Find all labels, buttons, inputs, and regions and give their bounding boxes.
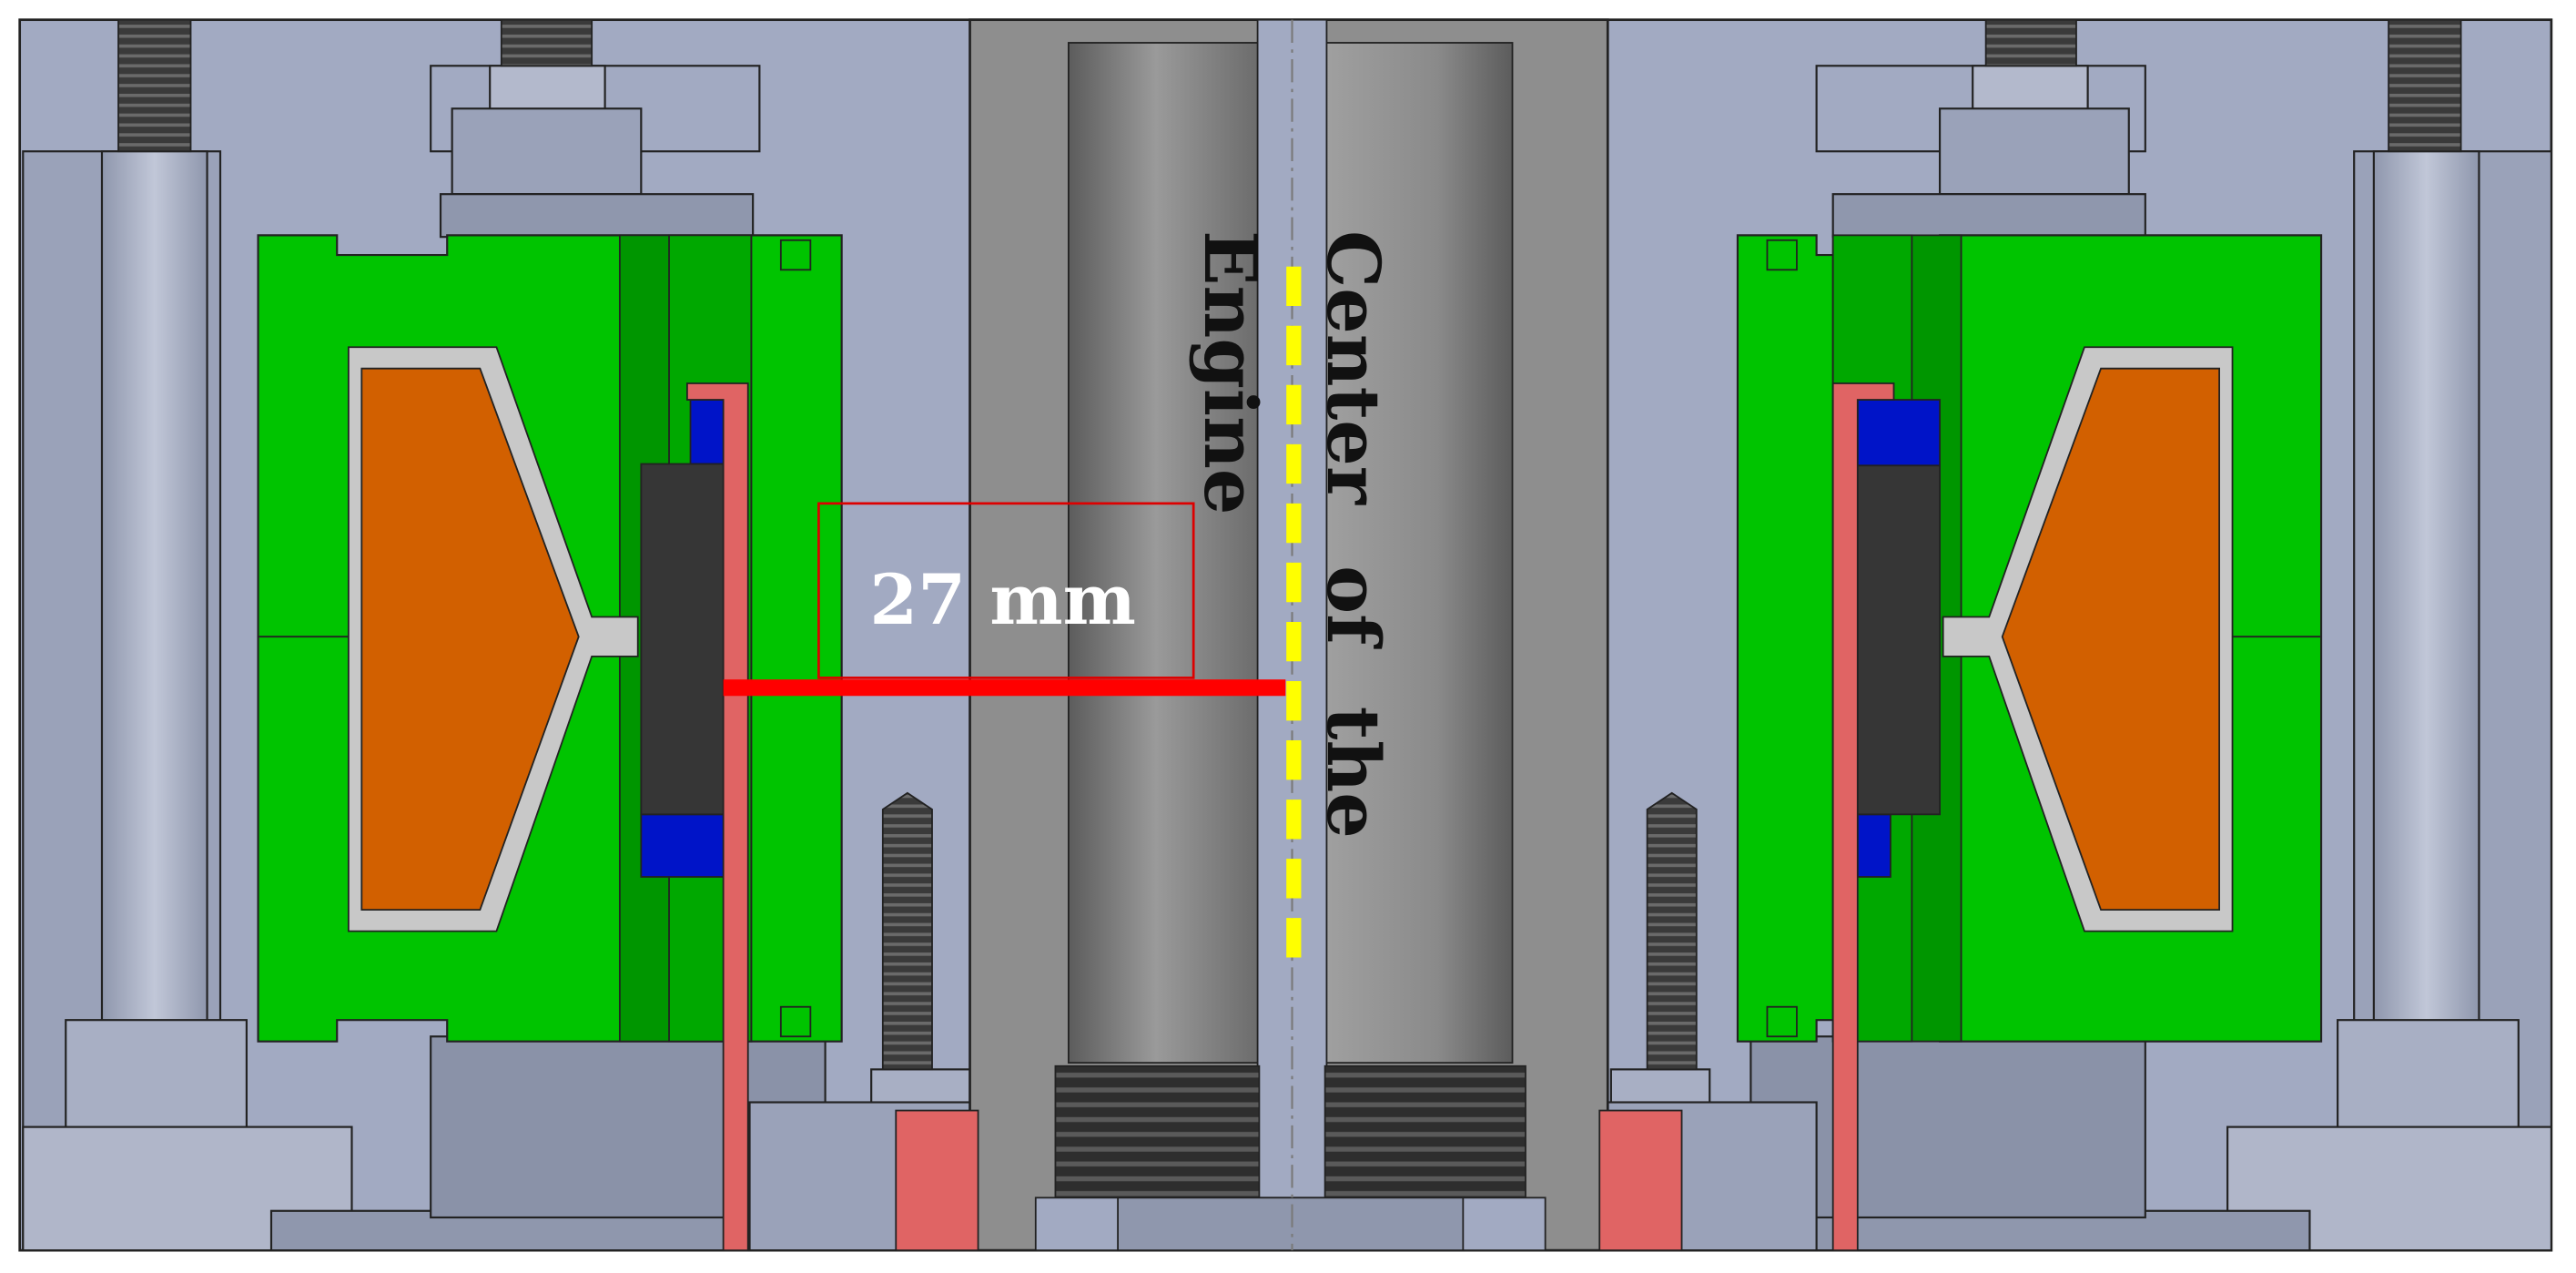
dimension-line xyxy=(723,679,1286,697)
right-magnet xyxy=(1856,464,1941,816)
core-right xyxy=(1323,42,1514,1064)
left-stator xyxy=(257,234,843,1252)
dimension-label-box xyxy=(817,502,1195,679)
bottom-shaft-inner xyxy=(1117,1197,1465,1252)
dimension-label: 27 mm xyxy=(869,559,1135,640)
bottom-left-shaft-thread xyxy=(1054,1064,1261,1199)
top-right-screw-thread xyxy=(2388,18,2462,153)
right-housing xyxy=(1601,65,2552,1252)
right-lower-bolt xyxy=(1646,791,1698,1071)
bottom-right-shaft-thread xyxy=(1323,1064,1526,1199)
centerline-label-line1: Center of the xyxy=(1311,230,1396,839)
core-left xyxy=(1067,42,1263,1064)
centerline-label-line2: Engine xyxy=(1188,230,1273,515)
top-left-inner-screw-thread xyxy=(500,18,593,67)
left-lower-bolt xyxy=(881,791,933,1071)
right-pink-block xyxy=(1598,1109,1683,1252)
left-magnet xyxy=(640,463,728,816)
left-coil xyxy=(360,367,580,911)
top-right-inner-screw-thread xyxy=(1984,18,2077,67)
right-stator xyxy=(1736,234,2323,1252)
left-pink-block xyxy=(895,1109,979,1252)
top-left-screw-thread xyxy=(117,18,192,153)
right-coil xyxy=(2001,367,2221,911)
